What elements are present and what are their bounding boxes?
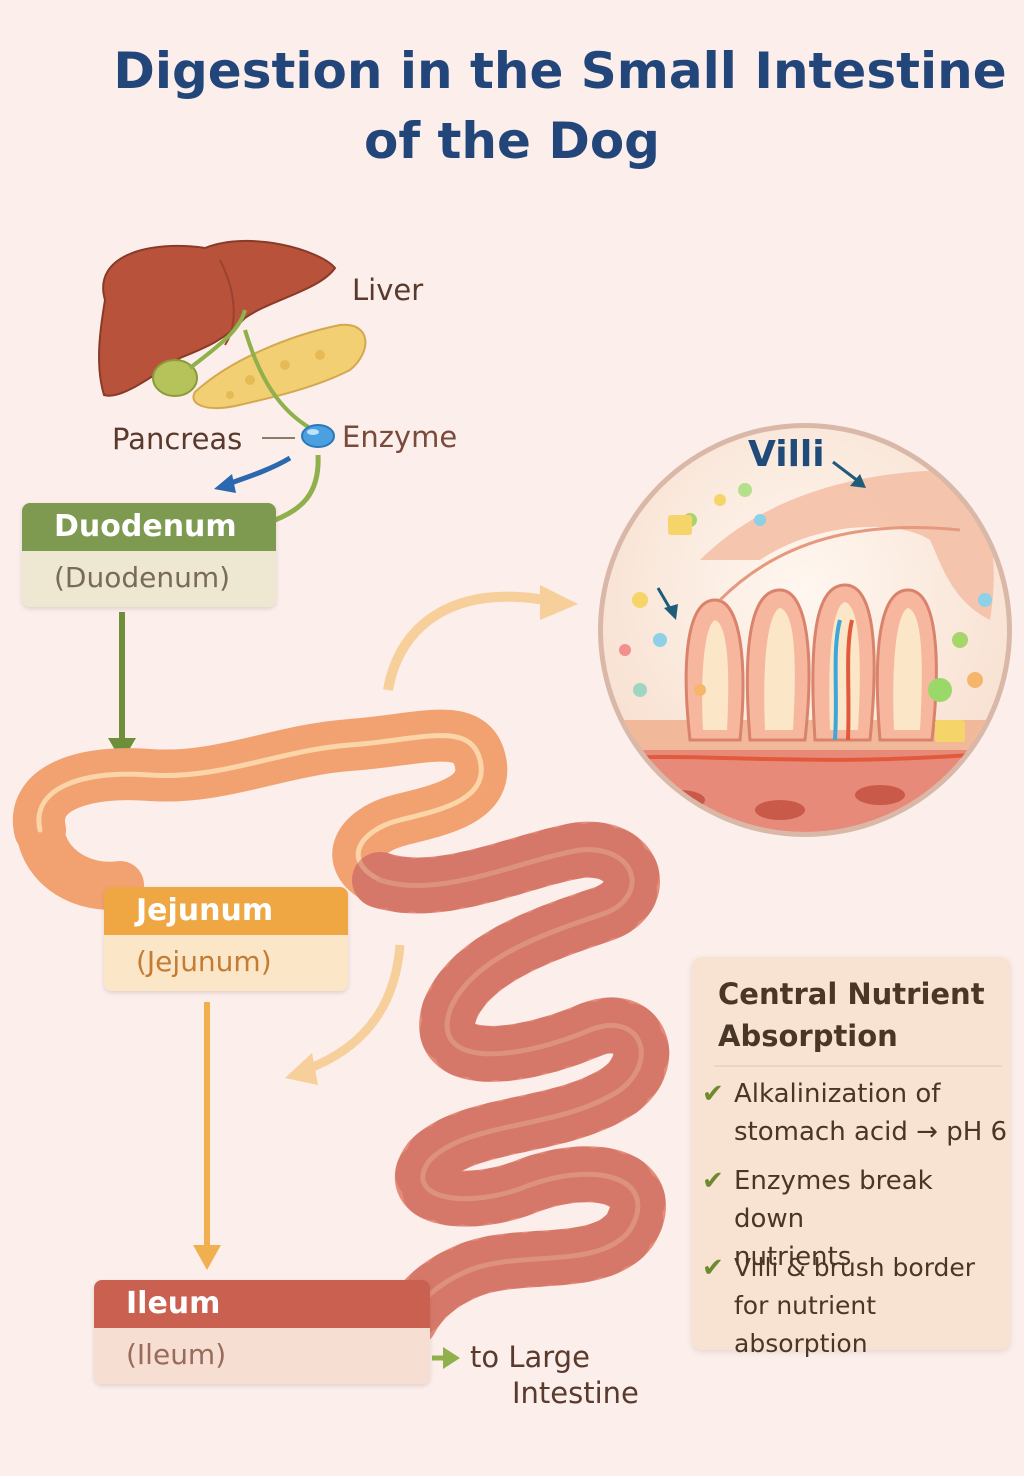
villi-magnified-view: [598, 423, 1012, 837]
small-intestine-icon: [13, 709, 670, 1348]
exit-label-line1: to Large: [470, 1340, 590, 1374]
enzyme-icon: [262, 424, 335, 448]
panel-title-line2: Absorption: [718, 1019, 898, 1053]
enzyme-flow-arrow: [224, 455, 292, 488]
panel-item-line1: Alkalinization of: [734, 1079, 941, 1109]
absorption-panel: Central Nutrient Absorption ✔ Alkaliniza…: [692, 957, 1010, 1358]
duodenum-subtitle: (Duodenum): [22, 551, 276, 607]
panel-item-line1: Enzymes break down: [734, 1166, 933, 1234]
panel-item-line1: Villi & brush border: [734, 1253, 976, 1282]
villi-label: Villi: [748, 434, 825, 475]
pancreas-icon: [192, 323, 367, 410]
panel-divider: [714, 1065, 1002, 1067]
pancreas-label: Pancreas: [112, 422, 243, 456]
ileum-box: Ileum (Ileum): [94, 1280, 430, 1384]
page-title-line2: of the Dog: [364, 112, 660, 170]
panel-item-line2: stomach acid → pH 6: [734, 1117, 1008, 1147]
jejunum-title: Jejunum: [104, 887, 348, 935]
jejunum-to-ileum-arrow: [193, 1002, 221, 1270]
gallbladder-icon: [152, 309, 312, 430]
jejunum-loop-arrow: [303, 944, 405, 1075]
exit-label-line2: Intestine: [512, 1376, 639, 1410]
bile-duct-curve: [274, 454, 321, 523]
panel-title-line1: Central Nutrient: [718, 977, 985, 1011]
check-icon: ✔: [702, 1166, 724, 1196]
duodenum-title: Duodenum: [22, 503, 276, 551]
exit-arrow: [432, 1347, 460, 1369]
duodenum-to-jejunum-arrow: [108, 612, 136, 762]
check-icon: ✔: [702, 1253, 724, 1283]
duodenum-box: Duodenum (Duodenum): [22, 503, 276, 607]
jejunum-box: Jejunum (Jejunum): [104, 887, 348, 991]
page-title-line1: Digestion in the Small Intestine: [113, 42, 1007, 100]
ileum-title: Ileum: [94, 1280, 430, 1328]
panel-title: Central Nutrient Absorption: [718, 973, 1003, 1057]
zoom-arrow: [383, 591, 546, 691]
liver-icon: [98, 240, 337, 397]
liver-label: Liver: [352, 273, 424, 307]
enzyme-label: Enzyme: [342, 420, 458, 454]
panel-item-line2: for nutrient absorption: [734, 1291, 877, 1358]
jejunum-subtitle: (Jejunum): [104, 935, 348, 991]
ileum-subtitle: (Ileum): [94, 1328, 430, 1384]
check-icon: ✔: [702, 1079, 724, 1109]
panel-item-line2: nutrients: [734, 1242, 852, 1272]
